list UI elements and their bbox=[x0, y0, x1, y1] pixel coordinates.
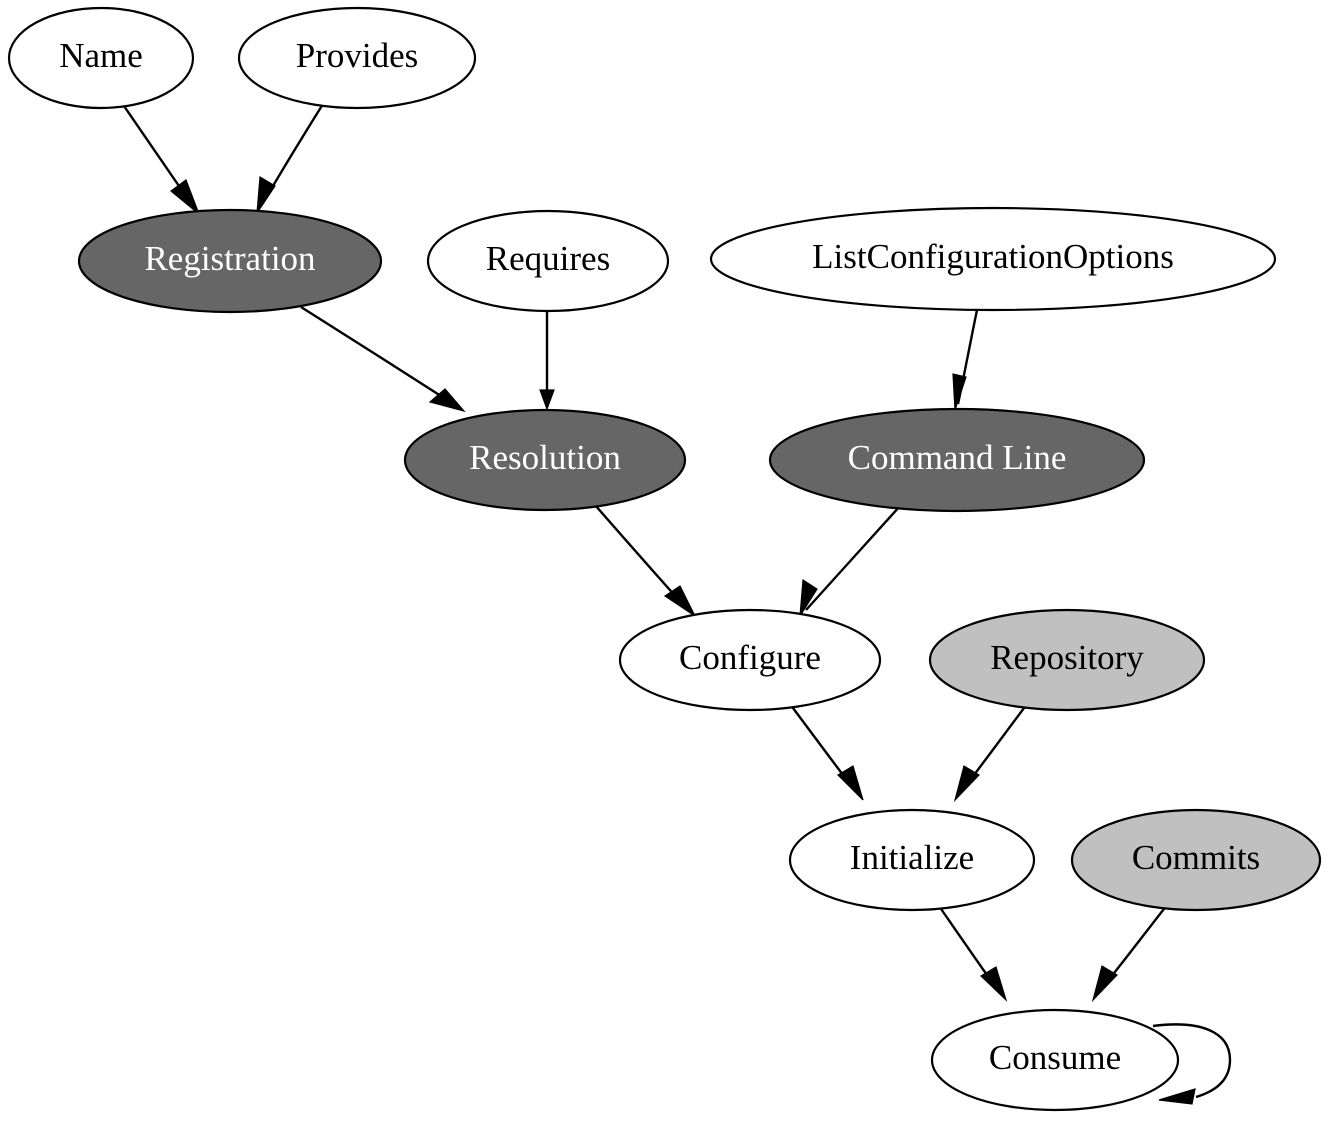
node-shape-ellipse[interactable] bbox=[237, 6, 477, 110]
node-consume[interactable]: Consume bbox=[930, 1008, 1180, 1112]
node-shape-ellipse[interactable] bbox=[77, 208, 383, 314]
arrowhead-icon bbox=[799, 578, 818, 617]
arrowhead-icon bbox=[170, 179, 201, 216]
node-shape-ellipse[interactable] bbox=[618, 608, 882, 712]
node-name[interactable]: Name bbox=[7, 6, 195, 110]
node-label: Name bbox=[59, 36, 143, 75]
node-shape-ellipse[interactable] bbox=[7, 6, 195, 110]
node-commits[interactable]: Commits bbox=[1070, 808, 1322, 912]
arrowhead-icon bbox=[1091, 965, 1118, 1003]
node-label: Command Line bbox=[848, 438, 1067, 477]
arrowhead-icon bbox=[953, 765, 980, 803]
edge-name-to-registration bbox=[123, 105, 201, 216]
edge-line bbox=[300, 305, 456, 407]
edge-configure-to-initialize bbox=[789, 703, 864, 801]
edge-repository-to-initialize bbox=[953, 703, 1028, 803]
node-commandline[interactable]: Command Line bbox=[768, 407, 1146, 513]
node-label: Registration bbox=[144, 239, 315, 278]
node-requires[interactable]: Requires bbox=[426, 209, 670, 313]
edge-provides-to-registration bbox=[256, 103, 325, 214]
edges-layer bbox=[123, 103, 1232, 1105]
arrowhead-icon bbox=[539, 389, 555, 411]
node-label: Requires bbox=[486, 239, 610, 278]
node-shape-ellipse[interactable] bbox=[788, 808, 1036, 912]
edge-listconfigurationoptions-to-commandline bbox=[952, 309, 979, 411]
node-listconfigurationoptions[interactable]: ListConfigurationOptions bbox=[709, 206, 1277, 312]
arrowhead-icon bbox=[428, 388, 466, 413]
edge-resolution-to-configure bbox=[594, 504, 697, 618]
arrowhead-icon bbox=[952, 373, 967, 411]
node-label: Configure bbox=[679, 638, 821, 677]
node-label: Resolution bbox=[469, 438, 621, 477]
edge-line bbox=[805, 505, 901, 611]
node-label: Initialize bbox=[850, 838, 974, 877]
edge-commits-to-consume bbox=[1091, 904, 1168, 1003]
node-registration[interactable]: Registration bbox=[77, 208, 383, 314]
node-initialize[interactable]: Initialize bbox=[788, 808, 1036, 912]
node-shape-ellipse[interactable] bbox=[403, 408, 687, 512]
node-shape-ellipse[interactable] bbox=[709, 206, 1277, 312]
node-label: ListConfigurationOptions bbox=[812, 237, 1174, 276]
edge-commandline-to-configure bbox=[799, 505, 901, 617]
node-repository[interactable]: Repository bbox=[928, 608, 1206, 712]
node-label: Repository bbox=[990, 638, 1144, 677]
edge-registration-to-resolution bbox=[300, 305, 466, 413]
node-provides[interactable]: Provides bbox=[237, 6, 477, 110]
node-shape-ellipse[interactable] bbox=[928, 608, 1206, 712]
node-shape-ellipse[interactable] bbox=[1070, 808, 1322, 912]
arrowhead-icon bbox=[1158, 1088, 1196, 1105]
node-label: Consume bbox=[989, 1038, 1121, 1077]
node-shape-ellipse[interactable] bbox=[768, 407, 1146, 513]
node-shape-ellipse[interactable] bbox=[426, 209, 670, 313]
arrowhead-icon bbox=[256, 175, 276, 214]
node-label: Commits bbox=[1132, 838, 1260, 877]
edge-initialize-to-consume bbox=[938, 905, 1008, 1003]
edge-requires-to-resolution bbox=[539, 311, 555, 411]
edge-line bbox=[1152, 1023, 1232, 1099]
node-resolution[interactable]: Resolution bbox=[403, 408, 687, 512]
edge-consume-to-consume bbox=[1152, 1023, 1232, 1105]
arrowhead-icon bbox=[980, 966, 1008, 1003]
node-label: Provides bbox=[296, 36, 419, 75]
arrowhead-icon bbox=[837, 765, 864, 801]
node-shape-ellipse[interactable] bbox=[930, 1008, 1180, 1112]
node-configure[interactable]: Configure bbox=[618, 608, 882, 712]
arrowhead-icon bbox=[663, 585, 697, 618]
